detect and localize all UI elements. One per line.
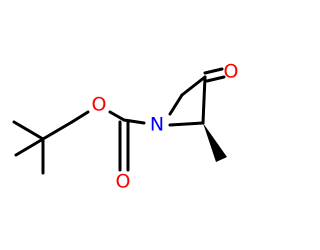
bond-ketone-double-b [205,75,226,83]
atom-oxygen-ketone: O [224,61,239,83]
wedge-bond-methyl [203,123,227,162]
atom-oxygen-carbonyl: O [116,171,131,193]
bond-tbu-methyl-right [41,120,74,141]
molecule-diagram: O N O O [12,61,239,193]
bond-ring-n-to-ch2 [168,93,184,116]
bond-ring-ketone-carbon-to-ch [201,75,207,125]
bond-tbu-to-ester-oxygen [70,110,90,124]
bond-tbu-methyl-top [12,120,45,141]
atom-oxygen-ester: O [92,94,107,116]
atom-nitrogen: N [150,114,164,136]
bond-ketone-double-a [203,67,224,75]
bond-carbonyl-carbon-to-nitrogen [122,118,146,125]
bond-ester-oxygen-to-carbonyl [108,110,126,122]
bond-ring-ch2-to-ketone-carbon [180,75,207,97]
bond-tbu-methyl-left [14,137,45,157]
bond-ring-ch-to-n [168,121,205,127]
